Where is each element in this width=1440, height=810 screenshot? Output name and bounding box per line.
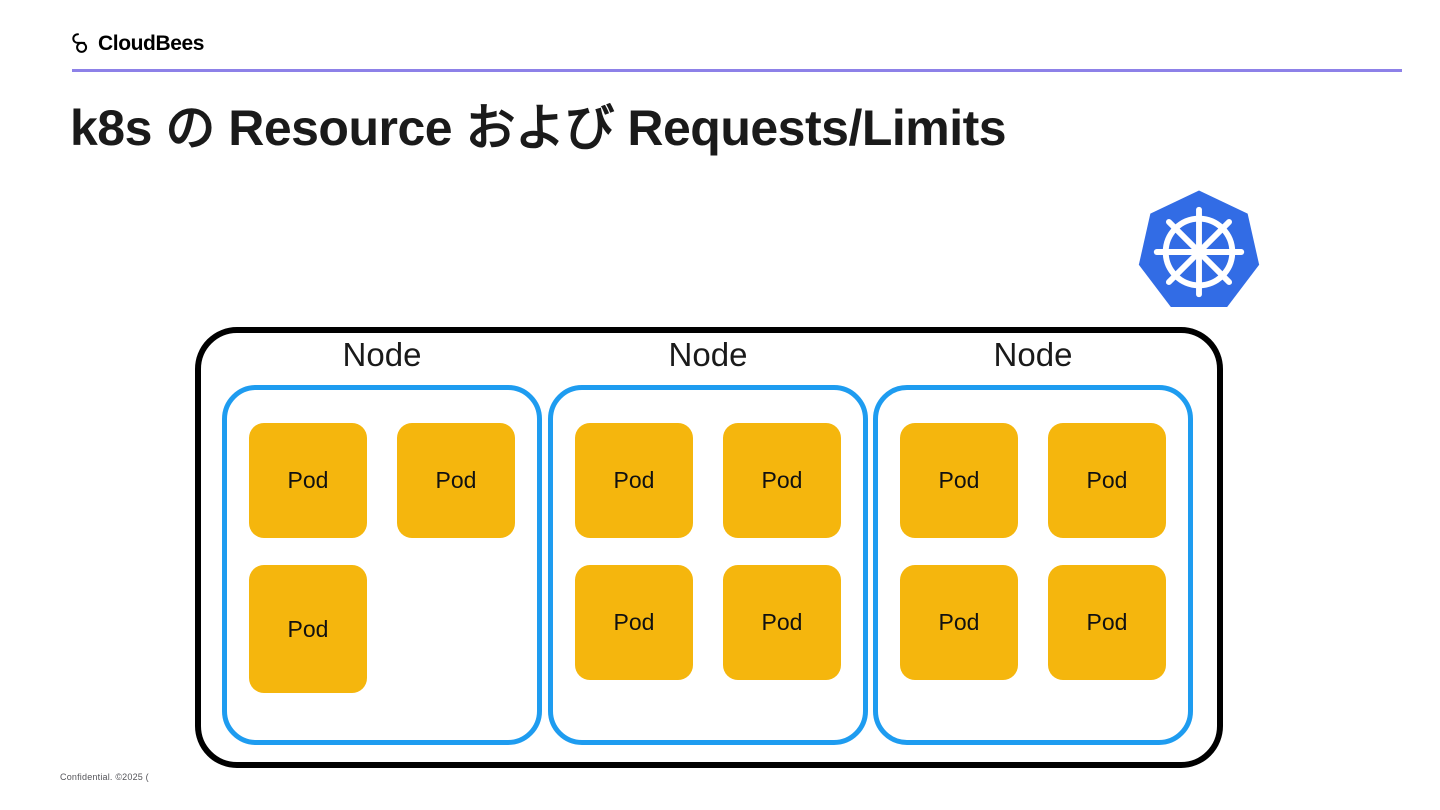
kubernetes-logo <box>1134 188 1264 316</box>
kubernetes-helm-wheel-icon <box>1138 190 1260 308</box>
cloudbees-wordmark: CloudBees <box>98 32 205 55</box>
pod: Pod <box>723 565 841 680</box>
cloudbees-logo: CloudBees <box>72 33 204 54</box>
pod: Pod <box>575 565 693 680</box>
pod: Pod <box>900 423 1018 538</box>
pod: Pod <box>397 423 515 538</box>
header-divider-rule <box>72 69 1402 72</box>
node-label: Node <box>993 336 1073 373</box>
node-3: Node Pod Pod Pod Pod <box>873 333 1193 762</box>
pod: Pod <box>900 565 1018 680</box>
node-label: Node <box>342 336 422 373</box>
node-1: Node Pod Pod Pod <box>222 333 542 762</box>
pod: Pod <box>723 423 841 538</box>
confidential-footer: Confidential. ©2025 ( <box>60 772 149 782</box>
cluster-container: Node Pod Pod Pod Node Pod Pod Pod Pod No… <box>195 327 1223 768</box>
page-title: k8s の Resource および Requests/Limits <box>70 100 1007 156</box>
pod: Pod <box>575 423 693 538</box>
node-boundary: Pod Pod Pod Pod <box>873 385 1193 745</box>
node-label: Node <box>668 336 748 373</box>
node-boundary: Pod Pod Pod <box>222 385 542 745</box>
node-boundary: Pod Pod Pod Pod <box>548 385 868 745</box>
node-2: Node Pod Pod Pod Pod <box>548 333 868 762</box>
pod: Pod <box>249 423 367 538</box>
pod: Pod <box>249 565 367 693</box>
cloudbees-bee-icon <box>72 33 88 53</box>
pod: Pod <box>1048 423 1166 538</box>
pod: Pod <box>1048 565 1166 680</box>
